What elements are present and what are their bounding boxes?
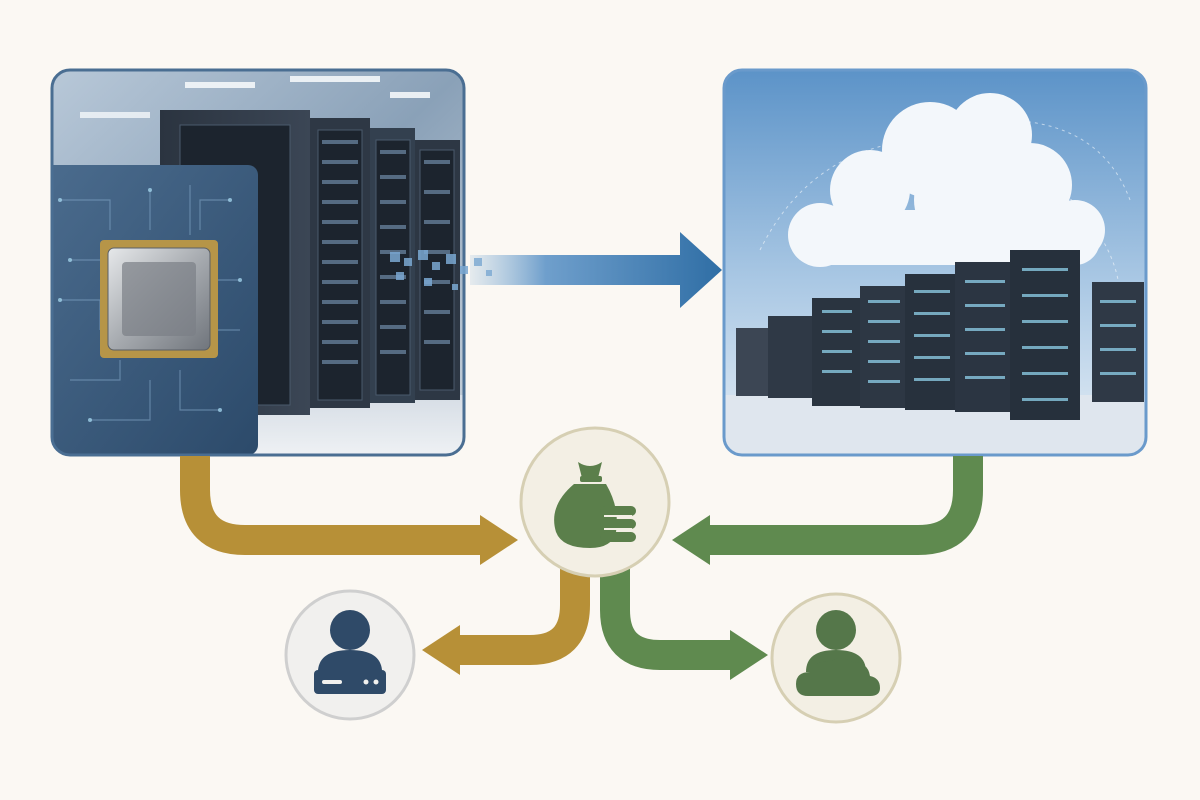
money-bag-coins-icon [554,462,636,548]
cloud-server-racks [736,250,1144,420]
server-rack-row [160,110,460,415]
migration-arrow [390,232,722,308]
cost-to-server-user-arrow [422,565,590,675]
cpu-chip-icon [100,240,218,358]
person-with-server-icon [314,610,386,694]
cloud-to-cost-arrow [672,456,983,565]
person-with-cloud-icon [796,610,880,696]
cost-to-cloud-user-arrow [600,565,768,680]
server-user-node [284,589,416,721]
cloud-panel [722,68,1148,457]
cloud-shape [788,93,1105,267]
cloud-user-node [770,592,902,724]
onprem-to-cost-arrow [180,456,518,565]
on-premises-panel [50,68,466,457]
cost-node [519,426,671,578]
